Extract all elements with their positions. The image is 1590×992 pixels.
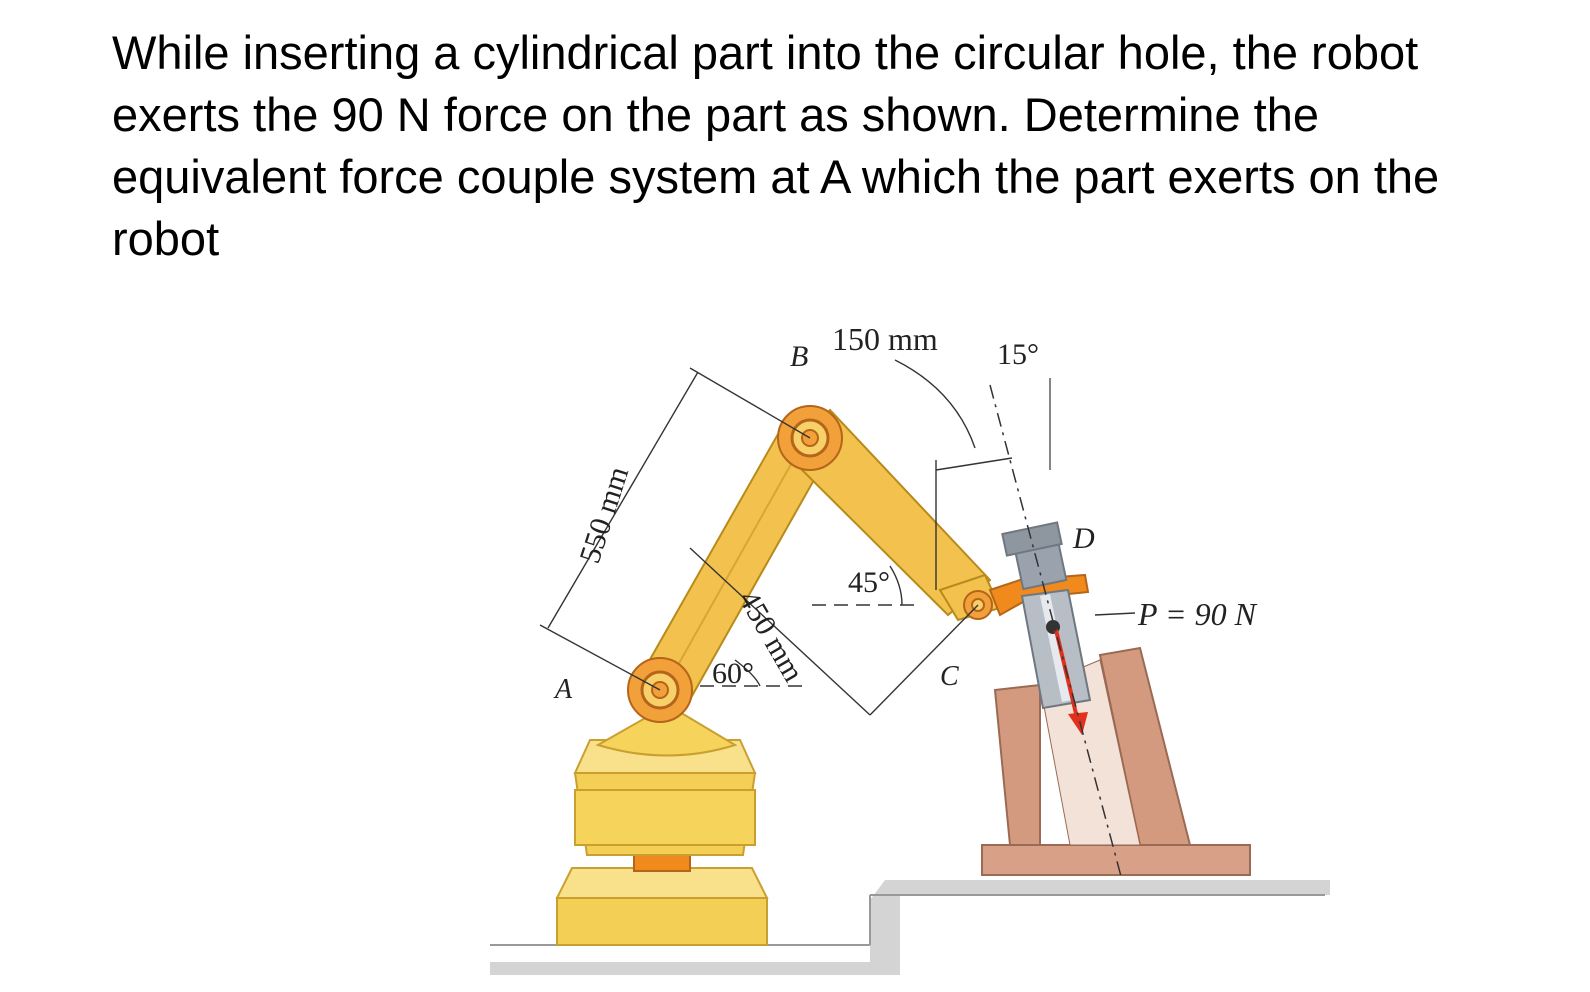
force-label: P = 90 N [1137, 596, 1258, 632]
point-label-b: B [790, 340, 808, 373]
angle-label-upper-arm: 45° [848, 566, 890, 599]
point-label-a: A [553, 674, 573, 705]
dimension-lines [539, 359, 1013, 716]
robot-base [555, 703, 769, 946]
fixture [981, 646, 1251, 876]
angle-label-force: 15° [997, 338, 1039, 371]
problem-statement: While inserting a cylindrical part into … [112, 26, 1440, 265]
dimension-label-cd: 150 mm [832, 321, 938, 357]
point-label-c: C [940, 661, 959, 692]
cylindrical-part [1001, 521, 1092, 710]
angle-label-lower-arm: 60° [712, 657, 754, 690]
dimension-label-ab: 550 mm [573, 463, 635, 568]
tool-centerline [989, 378, 1123, 881]
point-label-d: D [1072, 522, 1095, 555]
